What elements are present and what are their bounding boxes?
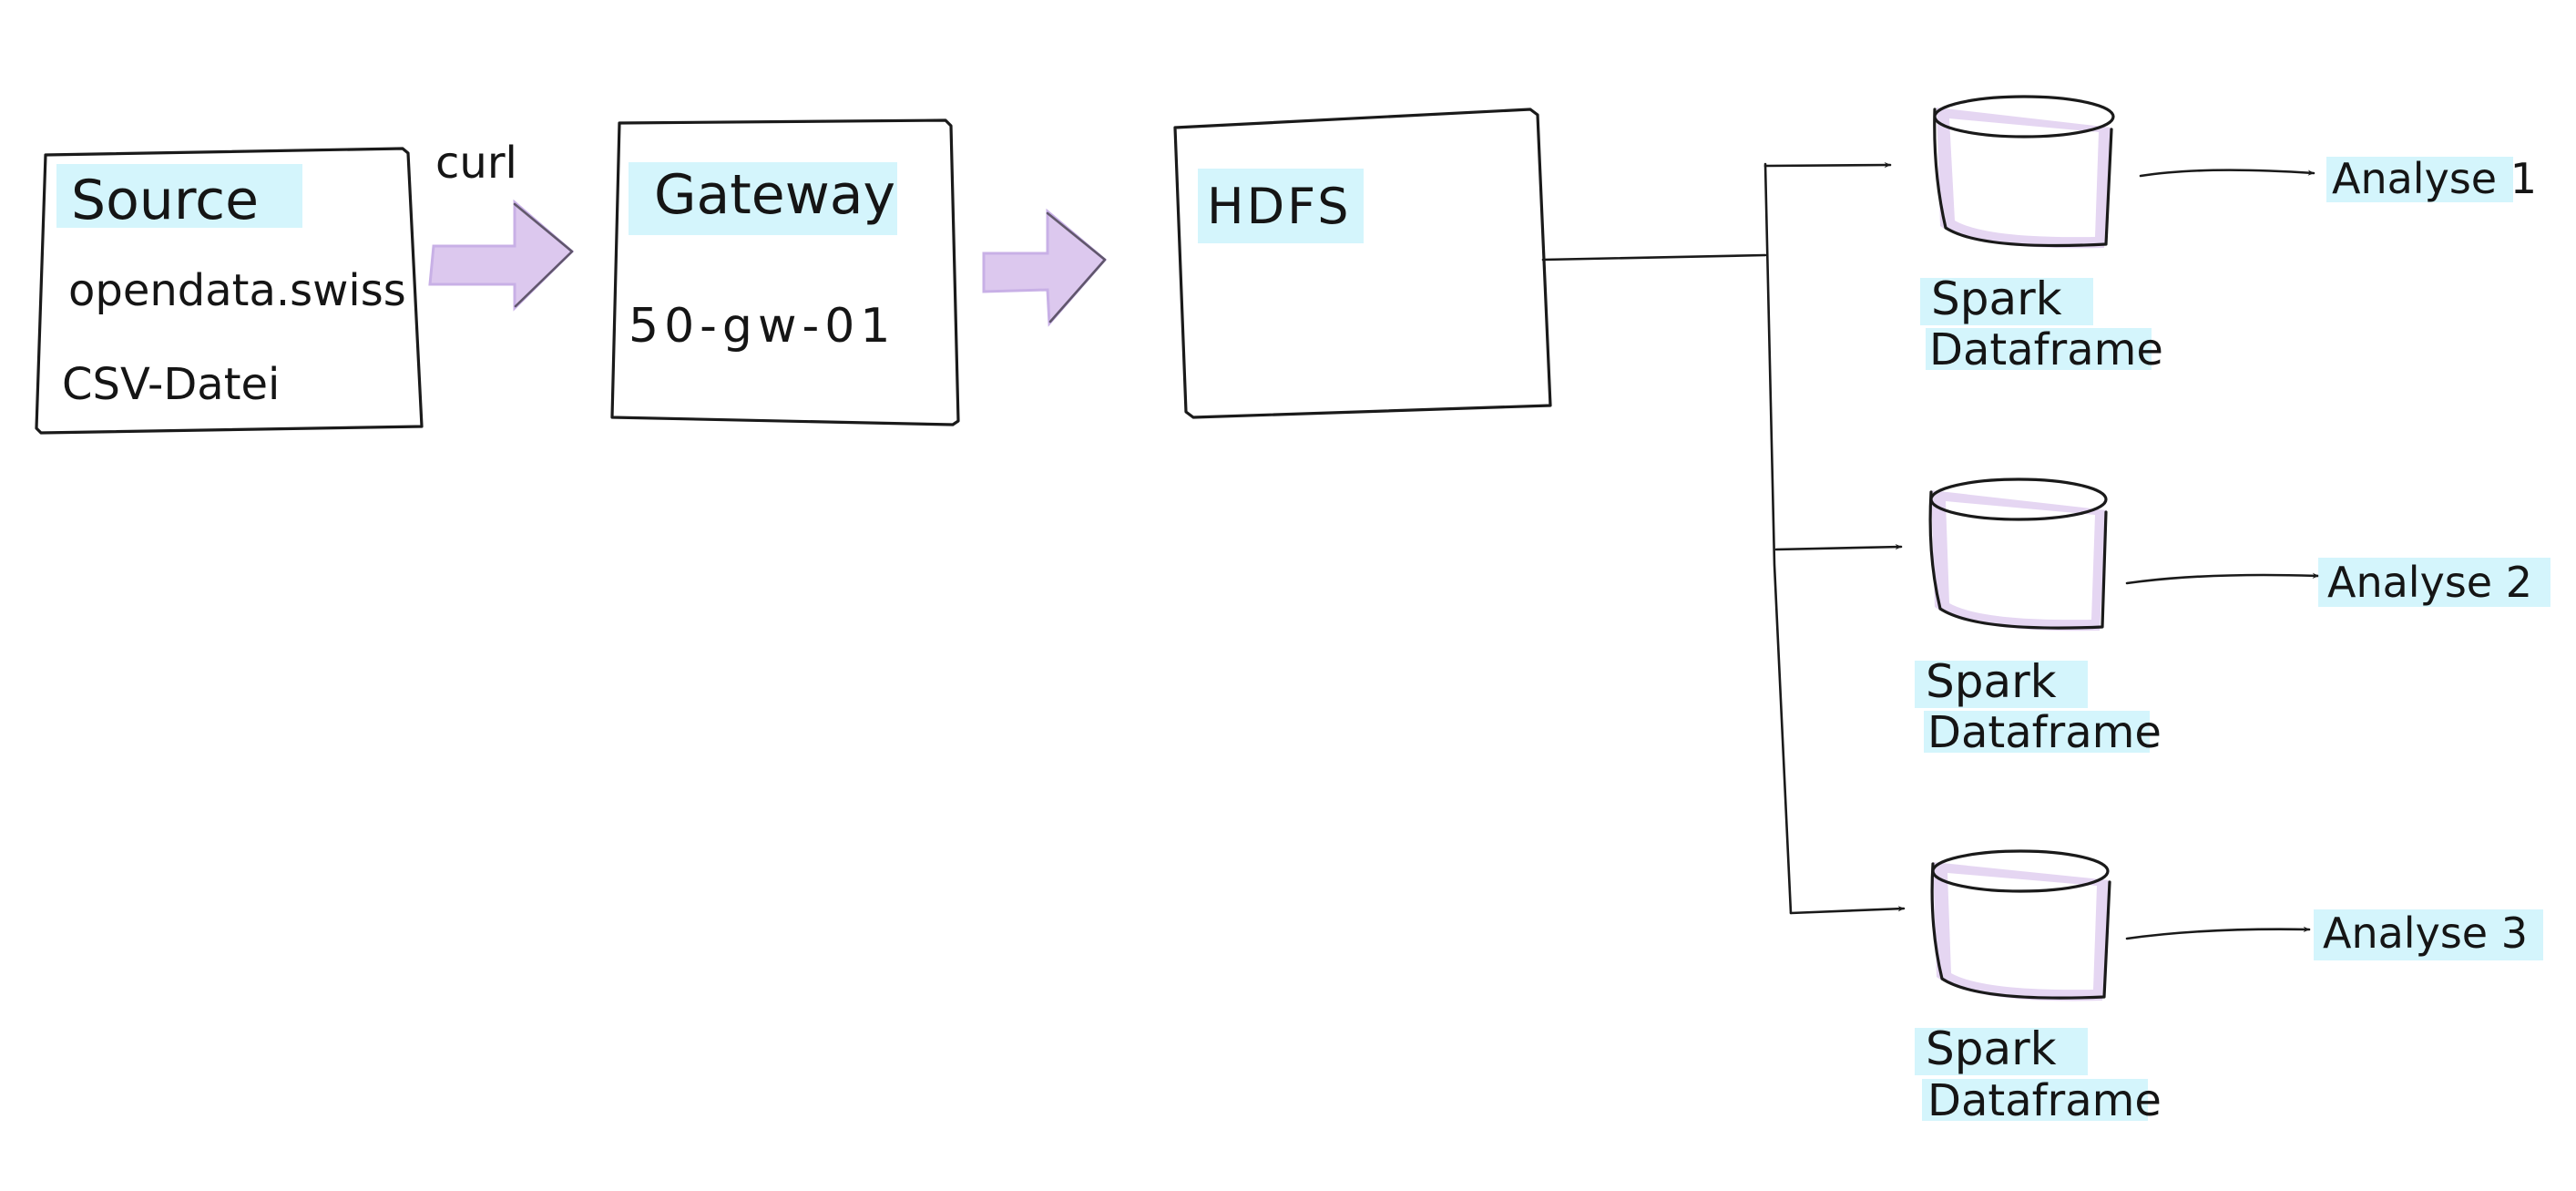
dataframe-3-line2: Dataframe [1927, 1075, 2162, 1126]
dataframe-cylinder-2 [1928, 477, 2108, 631]
bus-vertical-line [1763, 162, 1793, 915]
hdfs-title-highlight [1198, 169, 1364, 243]
gateway-box-outline [610, 118, 960, 426]
dataframe-3-line1: Spark [1926, 1022, 2057, 1075]
dataframe-group-1: Spark Dataframe Analyse 1 [1920, 95, 2537, 375]
dataframe-1-line1: Spark [1931, 272, 2062, 325]
bus-to-dataframe-3 [1789, 906, 1906, 915]
analysis-2-label: Analyse 2 [2327, 558, 2532, 607]
source-title: Source [71, 169, 259, 232]
dataframe-1-line2: Dataframe [1929, 324, 2163, 375]
dataframe-1-label-highlight-2 [1926, 328, 2152, 370]
source-box: Source opendata.swiss CSV-Datei [35, 147, 424, 435]
source-box-outline [35, 147, 424, 435]
analysis-2-highlight [2318, 558, 2550, 607]
analysis-3-label: Analyse 3 [2323, 909, 2528, 958]
gateway-title-highlight [629, 162, 897, 235]
dataframe-2-line2: Dataframe [1927, 707, 2162, 758]
block-arrow-2-ink [1046, 211, 1107, 323]
dataframe-2-line1: Spark [1926, 655, 2057, 708]
analysis-3-highlight [2314, 909, 2543, 960]
hdfs-box: HDFS [1173, 108, 1552, 419]
dataframe-group-3: Spark Dataframe Analyse 3 [1915, 849, 2543, 1126]
source-line1: opendata.swiss [68, 265, 406, 316]
dataframe-3-label-highlight-2 [1922, 1079, 2148, 1121]
source-title-highlight [56, 164, 302, 228]
dataframe-3-label-highlight-1 [1915, 1028, 2088, 1075]
analysis-1-highlight [2326, 157, 2513, 202]
dataframe-cylinder-1 [1933, 95, 2115, 249]
gateway-box: Gateway 50-gw-01 [610, 118, 960, 426]
connectors [1541, 161, 1906, 915]
dataframe-2-label-highlight-2 [1924, 711, 2150, 753]
dataframe-1-label-highlight-1 [1920, 278, 2093, 325]
dataframe-cylinder-3 [1930, 849, 2111, 1001]
hdfs-box-outline [1173, 108, 1552, 419]
gateway-title: Gateway [654, 163, 895, 227]
dataframe-2-to-analysis-arrow [2125, 572, 2320, 585]
block-arrow-1 [428, 199, 575, 312]
bus-to-dataframe-2 [1774, 543, 1903, 551]
hdfs-to-bus-line [1541, 253, 1767, 262]
bus-to-dataframe-1 [1763, 161, 1892, 169]
source-line2: CSV-Datei [62, 359, 280, 410]
dataframe-group-2: Spark Dataframe Analyse 2 [1915, 477, 2550, 758]
dataframe-3-to-analysis-arrow [2125, 926, 2311, 940]
block-arrow-2 [982, 208, 1108, 327]
gateway-host: 50-gw-01 [629, 299, 895, 354]
dataframe-2-label-highlight-1 [1915, 661, 2088, 708]
block-arrow-1-ink [513, 202, 574, 308]
dataframe-1-to-analysis-arrow [2139, 169, 2315, 178]
transfer-label: curl [435, 138, 517, 189]
hdfs-title: HDFS [1207, 178, 1352, 235]
analysis-1-label: Analyse 1 [2332, 154, 2537, 203]
